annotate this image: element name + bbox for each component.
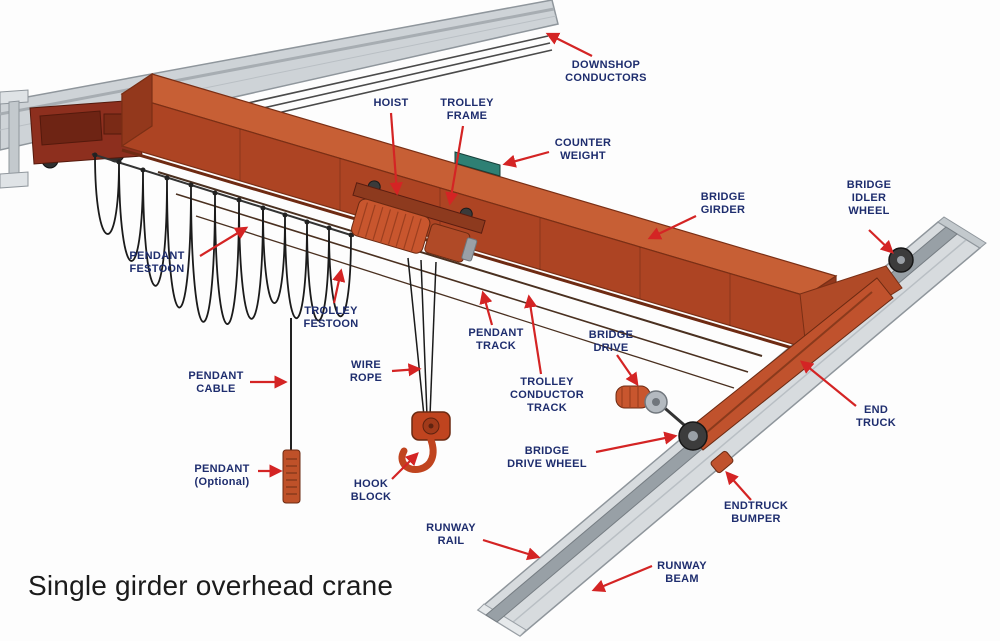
arrow-counter-weight — [502, 150, 550, 168]
label-counter-weight: COUNTER WEIGHT — [554, 137, 612, 162]
label-hoist: HOIST — [373, 97, 409, 109]
bridge-drive-graphic — [615, 385, 691, 432]
label-bridge-girder: BRIDGE GIRDER — [700, 191, 746, 216]
festoon-hangers — [92, 152, 354, 238]
arrow-wire-rope — [391, 363, 422, 377]
label-bridge-drive: BRIDGE DRIVE — [588, 329, 634, 354]
counter-weight-graphic — [454, 151, 501, 177]
label-runway-beam: RUNWAY BEAM — [657, 560, 707, 585]
label-pendant-cable: PENDANT CABLE — [188, 370, 244, 395]
arrow-trolley-festoon — [332, 268, 346, 304]
pendant-control-graphic — [282, 318, 301, 504]
label-wire-rope: WIRE ROPE — [349, 359, 383, 384]
label-runway-rail: RUNWAY RAIL — [426, 522, 476, 547]
label-trolley-frame: TROLLEY FRAME — [440, 97, 494, 122]
arrow-bridge-idler-wheel — [868, 229, 894, 254]
arrow-hook-block — [391, 452, 419, 480]
trolley-festoon-graphic — [262, 207, 352, 322]
pendant-track-graphic — [157, 171, 763, 357]
endtruck-bumper-graphic — [710, 450, 734, 474]
label-arrows — [199, 32, 894, 593]
pendant-festoon-graphic — [91, 153, 355, 325]
wire-rope-graphic — [407, 257, 437, 417]
arrow-end-truck — [799, 360, 857, 407]
arrow-runway-beam — [591, 564, 653, 593]
label-pendant-optional: PENDANT (Optional) — [194, 463, 250, 488]
label-bridge-drive-wheel: BRIDGE DRIVE WHEEL — [507, 445, 587, 470]
label-pendant-festoon: PENDANT FESTOON — [129, 250, 185, 275]
label-end-truck: END TRUCK — [856, 404, 896, 429]
arrow-pendant-festoon — [199, 226, 249, 257]
bridge-drive-wheel-graphic — [678, 421, 708, 451]
arrow-trolley-conductor-track — [524, 294, 543, 375]
arrow-bridge-girder — [647, 215, 697, 240]
end-truck-graphic — [686, 265, 903, 451]
arrow-downshop-conductors — [545, 32, 593, 57]
arrow-bridge-drive-wheel — [595, 431, 678, 454]
arrow-pendant-track — [479, 290, 494, 326]
arrow-bridge-drive — [616, 354, 639, 387]
arrow-runway-rail — [482, 538, 541, 561]
bridge-idler-wheel-graphic — [888, 247, 914, 273]
label-trolley-conductor-track: TROLLEY CONDUCTOR TRACK — [510, 376, 584, 414]
hoist-trolley-graphic — [351, 180, 486, 263]
label-bridge-idler-wheel: BRIDGE IDLER WHEEL — [846, 179, 892, 217]
arrow-hoist — [389, 112, 403, 196]
diagram-title: Single girder overhead crane — [28, 570, 394, 601]
arrow-endtruck-bumper — [725, 471, 752, 501]
hook-block-graphic — [398, 411, 451, 473]
label-endtruck-bumper: ENDTRUCK BUMPER — [723, 500, 789, 525]
label-downshop-conductors: DOWNSHOP CONDUCTORS — [565, 59, 647, 84]
label-hook-block: HOOK BLOCK — [350, 478, 392, 503]
label-pendant-track: PENDANT TRACK — [468, 327, 524, 352]
arrow-trolley-frame — [445, 125, 465, 206]
label-trolley-festoon: TROLLEY FESTOON — [303, 305, 359, 330]
